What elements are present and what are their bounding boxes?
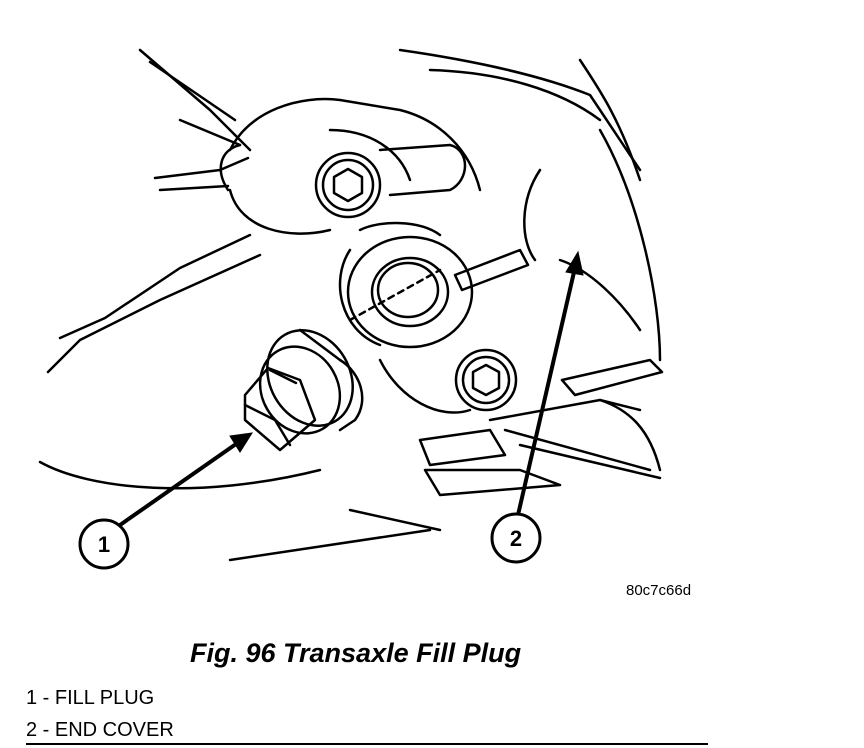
upper-bolt [314, 151, 382, 219]
fill-hole-boss [338, 221, 474, 349]
callout-2-number: 2 [510, 526, 522, 551]
figure-caption: Fig. 96 Transaxle Fill Plug [190, 638, 522, 668]
callout-1-number: 1 [98, 532, 110, 557]
legend-item-fill-plug: 1 - FILL PLUG [26, 687, 155, 709]
housing-lines [38, 48, 664, 562]
legend-item-end-cover: 2 - END COVER [26, 719, 174, 741]
callout-2: 2 [490, 512, 542, 564]
transaxle-illustration: 1 2 [38, 48, 664, 570]
fill-plug [243, 268, 442, 452]
end-cover [219, 97, 662, 497]
leader-arrows [118, 250, 584, 527]
figure-id-code: 80c7c66d [626, 582, 692, 599]
legend: 1 - FILL PLUG 2 - END COVER [26, 682, 174, 746]
callout-1: 1 [78, 518, 130, 570]
legend-divider [26, 743, 708, 745]
lower-bolt [378, 348, 518, 414]
